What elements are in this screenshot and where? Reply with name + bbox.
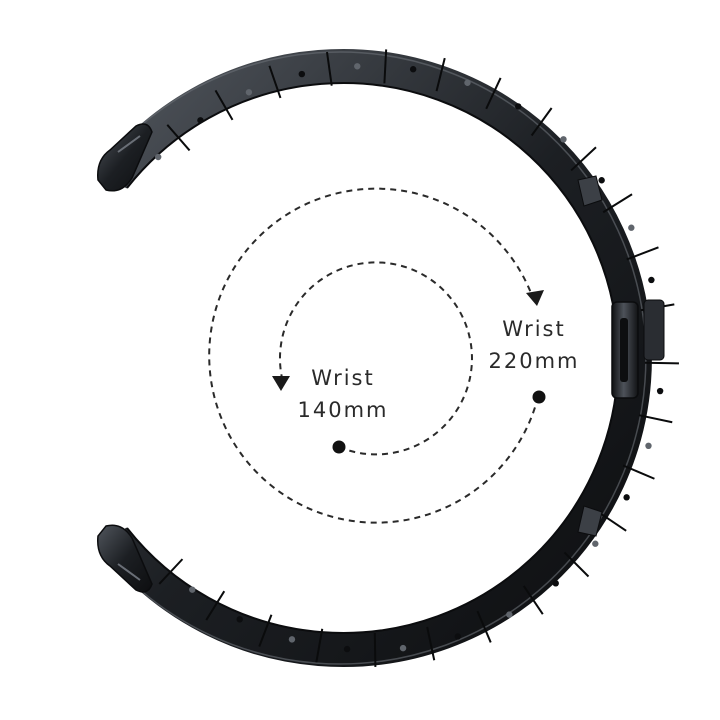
link-seam	[638, 414, 673, 424]
size-guide	[208, 187, 546, 524]
wrist-size-value: 140mm	[297, 398, 389, 422]
link-pin	[298, 70, 306, 78]
link-seam	[158, 558, 184, 585]
link-seam	[214, 89, 234, 121]
butterfly-clasp	[577, 175, 665, 537]
link-pin	[409, 66, 417, 73]
link-pin	[645, 442, 652, 450]
link-pin	[506, 611, 513, 618]
band-end-bottom	[97, 524, 153, 593]
link-seam	[435, 57, 446, 92]
link-seams	[158, 49, 679, 667]
link-seam	[622, 464, 655, 480]
link-seam	[485, 77, 502, 110]
small-wrist-dashed-ring	[279, 261, 473, 456]
wrist-140mm-label: Wrist 140mm	[278, 362, 408, 426]
wrist-220mm-label: Wrist 220mm	[474, 313, 594, 377]
small-ring-arrow-icon	[272, 376, 290, 391]
link-seam	[258, 614, 273, 647]
link-pin	[245, 89, 253, 96]
link-seam	[597, 510, 627, 532]
link-seam	[476, 610, 492, 643]
link-seam	[644, 361, 679, 365]
wrist-word: Wrist	[502, 317, 566, 341]
link-pin	[623, 494, 630, 501]
wrist-size-value: 220mm	[488, 349, 580, 373]
metal-link-band	[97, 49, 679, 667]
link-pin	[354, 63, 361, 70]
link-pin	[552, 580, 559, 587]
wrist-word: Wrist	[311, 366, 375, 390]
link-pin	[399, 644, 407, 652]
link-seam	[570, 146, 597, 172]
link-pin	[454, 633, 462, 640]
link-pin	[343, 645, 351, 653]
link-pin	[288, 636, 296, 643]
link-seam	[602, 193, 633, 214]
link-pin	[592, 540, 599, 547]
link-pin	[154, 153, 162, 161]
link-pin	[628, 224, 635, 231]
link-pins	[154, 63, 665, 653]
large-ring-start-dot	[532, 390, 546, 404]
link-seam	[383, 49, 388, 84]
link-pin	[464, 79, 471, 86]
link-seam	[626, 246, 659, 261]
band-end-top	[97, 123, 153, 192]
link-pin	[236, 616, 243, 623]
link-seam	[522, 585, 544, 615]
link-seam	[326, 51, 333, 86]
link-seam	[530, 107, 553, 137]
link-pin	[560, 136, 567, 143]
link-pin	[197, 117, 204, 124]
link-seam	[315, 628, 324, 663]
link-pin	[648, 276, 655, 284]
large-ring-arrow-icon	[526, 290, 544, 306]
link-seam	[166, 124, 191, 152]
link-pin	[189, 586, 196, 593]
link-seam	[268, 65, 282, 99]
link-pin	[515, 103, 522, 110]
small-ring-start-dot	[332, 440, 346, 454]
large-wrist-dashed-ring	[208, 187, 539, 524]
link-seam	[426, 626, 436, 661]
link-seam	[205, 590, 226, 621]
link-pin	[656, 387, 664, 395]
link-pin	[598, 177, 605, 184]
link-seam	[373, 632, 377, 667]
link-seam	[563, 551, 590, 578]
